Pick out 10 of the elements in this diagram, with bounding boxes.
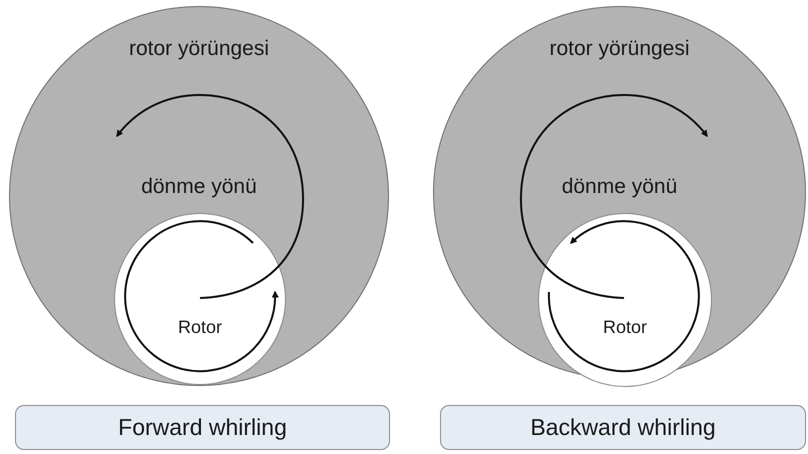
caption-box (440, 405, 806, 450)
orbit-label: rotor yörüngesi (128, 37, 270, 61)
rotor-label: Rotor (176, 317, 223, 338)
rotation-direction-label: dönme yönü (140, 175, 258, 199)
caption-text: Forward whirling (118, 414, 287, 441)
caption-text: Backward whirling (530, 414, 716, 441)
caption-box (15, 405, 390, 450)
rotation-direction-label: dönme yönü (560, 175, 678, 199)
orbit-label: rotor yörüngesi (548, 37, 691, 61)
rotor-label: Rotor (602, 317, 648, 338)
